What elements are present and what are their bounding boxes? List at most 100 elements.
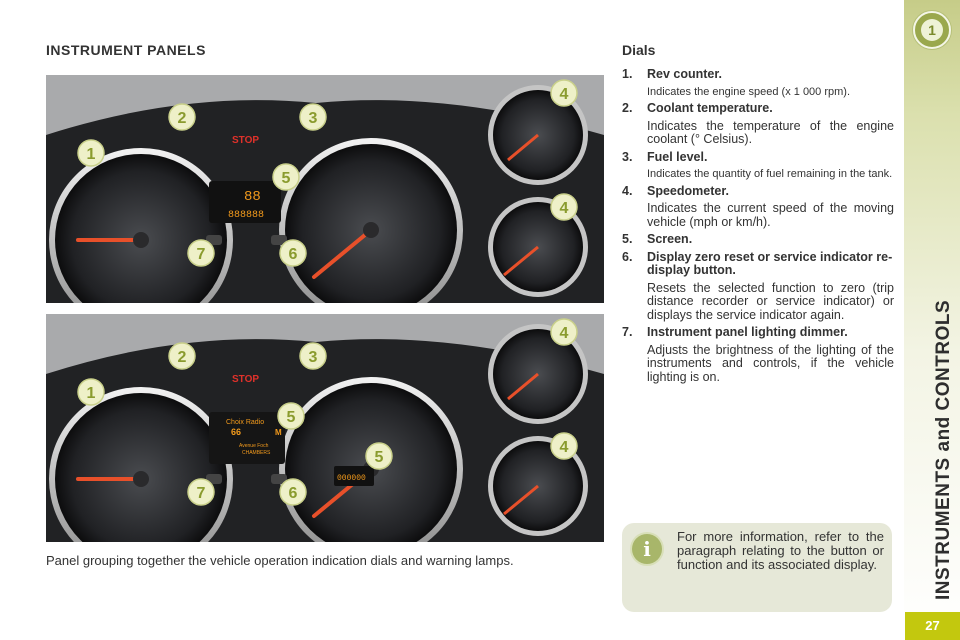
dial-item: 7. Instrument panel lighting dimmer. Adjus…	[622, 325, 894, 384]
callout-4a: 4	[550, 79, 578, 107]
callout-4b: 4	[550, 193, 578, 221]
callout-1: 1	[77, 139, 105, 167]
dial-item-heading: 3. Fuel level.	[622, 149, 894, 165]
instrument-panel-2: Choix Radio 66 M Avenue Foch CHAMBERS 00…	[46, 314, 604, 542]
dial-item-number: 6.	[622, 249, 633, 264]
callout-3: 3	[299, 342, 327, 370]
instrument-panel-1-illustration: 88 888888 STOP 1 2 3 4 4 5 6 7	[46, 79, 604, 303]
svg-text:4: 4	[560, 439, 569, 456]
svg-text:1: 1	[87, 385, 96, 402]
dial-item-number: 2.	[622, 101, 633, 115]
svg-text:7: 7	[197, 246, 206, 263]
dial-item-number: 5.	[622, 232, 633, 246]
odometer-digits: 888888	[228, 210, 264, 221]
page-number: 27	[905, 612, 960, 640]
dial-item-description: Indicates the quantity of fuel remaining…	[647, 168, 893, 180]
callout-5b: 5	[365, 442, 393, 470]
svg-text:3: 3	[309, 349, 318, 366]
callout-4a: 4	[550, 318, 578, 346]
dial-item-heading: 4. Speedometer.	[622, 183, 894, 199]
dial-item-description: Indicates the engine speed (x 1 000 rpm)…	[647, 85, 851, 98]
dial-item-number: 3.	[622, 149, 633, 164]
screen-line-2: Avenue Foch	[239, 443, 269, 449]
dial-item-title: Speedometer.	[647, 183, 729, 198]
stop-warning: STOP	[232, 374, 259, 385]
rev-counter-dial	[49, 148, 233, 303]
dial-item-title: Instrument panel lighting dimmer.	[647, 325, 848, 339]
dial-item-heading: 7. Instrument panel lighting dimmer.	[622, 325, 894, 340]
rev-counter-dial	[49, 387, 233, 542]
svg-text:7: 7	[197, 485, 206, 502]
reset-button	[271, 235, 287, 245]
rpm-dial-b	[488, 436, 588, 536]
info-icon: i	[632, 534, 662, 564]
svg-text:3: 3	[309, 110, 318, 127]
dial-item: 6. Display zero reset or service indicato…	[622, 249, 894, 323]
dial-item-heading: 5.Screen.	[622, 232, 894, 247]
info-box: i For more information, refer to the par…	[622, 523, 892, 612]
speedometer-dial	[279, 138, 463, 303]
rpm-dial-a	[488, 85, 588, 185]
screen-display	[209, 181, 281, 223]
svg-text:4: 4	[560, 86, 569, 103]
dial-item-number: 7.	[622, 325, 633, 339]
dial-item-number: 1.	[622, 67, 633, 81]
dial-item: 4. Speedometer. Indicates the current spee…	[622, 183, 894, 230]
reset-button	[271, 474, 287, 484]
chapter-badge: 1	[913, 11, 951, 49]
odometer-digits: 000000	[337, 474, 366, 483]
callout-6: 6	[279, 478, 307, 506]
svg-text:6: 6	[289, 485, 298, 502]
dial-item-title: Display zero reset or service indicator …	[647, 249, 893, 277]
multifunction-screen	[209, 412, 285, 464]
dial-item: 1. Rev counter. Indicates the engine speed…	[622, 67, 894, 98]
dial-item-number: 4.	[622, 183, 633, 198]
dial-item-title: Fuel level.	[647, 149, 708, 164]
dial-item: 2.Coolant temperature.Indicates the temp…	[622, 101, 894, 147]
screen-digits: 88	[244, 189, 261, 205]
dials-heading: Dials	[622, 42, 656, 58]
info-text: For more information, refer to the parag…	[677, 529, 884, 572]
chapter-sidebar	[904, 0, 960, 640]
callout-4b: 4	[550, 432, 578, 460]
dial-item-description: Adjusts the brightness of the lighting o…	[647, 342, 894, 384]
svg-text:5: 5	[287, 409, 296, 426]
chapter-title: INSTRUMENTS and CONTROLS	[933, 299, 954, 600]
screen-line-1: Choix Radio	[226, 419, 264, 426]
dial-item-heading: 1. Rev counter.	[622, 67, 894, 82]
dial-item-heading: 2. Coolant temperature.	[622, 101, 894, 116]
svg-text:4: 4	[560, 325, 569, 342]
callout-2: 2	[168, 103, 196, 131]
screen-line-3: CHAMBERS	[242, 450, 271, 456]
instrument-panel-2-illustration: Choix Radio 66 M Avenue Foch CHAMBERS 00…	[46, 318, 604, 542]
svg-text:5: 5	[282, 170, 291, 187]
instrument-panel-1: 88 888888 STOP 1 2 3 4 4 5 6 7	[46, 75, 604, 303]
dial-item-description: Resets the selected function to zero (tr…	[647, 280, 894, 322]
callout-7: 7	[187, 478, 215, 506]
chapter-number: 1	[921, 19, 943, 41]
section-title: INSTRUMENT PANELS	[46, 42, 206, 58]
dial-item-title: Rev counter.	[647, 67, 723, 81]
callout-6: 6	[279, 239, 307, 267]
dials-list: 1. Rev counter. Indicates the engine speed…	[622, 67, 894, 388]
dial-item-description: Indicates the current speed of the movin…	[647, 201, 894, 229]
svg-text:1: 1	[87, 146, 96, 163]
svg-text:2: 2	[178, 110, 187, 127]
callout-3: 3	[299, 103, 327, 131]
callout-7: 7	[187, 239, 215, 267]
svg-text:5: 5	[375, 449, 384, 466]
rpm-dial-a	[488, 324, 588, 424]
callout-5: 5	[272, 163, 300, 191]
panel-caption: Panel grouping together the vehicle oper…	[46, 553, 514, 568]
screen-value: 66	[231, 427, 241, 437]
stop-warning: STOP	[232, 135, 259, 146]
odometer-display	[334, 466, 374, 486]
dial-item: 3. Fuel level. Indicates the quantity of f…	[622, 149, 894, 181]
screen-mode: M	[275, 428, 282, 437]
lighting-dimmer-button	[206, 235, 222, 245]
dial-item: 5.Screen.	[622, 232, 894, 247]
callout-2: 2	[168, 342, 196, 370]
svg-text:4: 4	[560, 200, 569, 217]
dial-item-title: Coolant temperature.	[647, 101, 773, 115]
svg-text:2: 2	[178, 349, 187, 366]
